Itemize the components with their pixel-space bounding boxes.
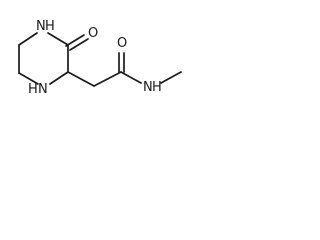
bond-c2-carbonyl-a <box>65 34 85 47</box>
bonds <box>18 32 182 87</box>
atom-amide-nh-n: N <box>143 80 153 95</box>
bond-c3-to-nh-bottom <box>49 71 69 85</box>
atom-nh-bottom-n: N <box>38 82 48 97</box>
bond-c3-to-ch2 <box>67 71 95 87</box>
chemical-structure: N H O H N O N H <box>18 19 182 97</box>
atom-labels: N H O H N O N H <box>28 19 162 97</box>
bond-amide-c-to-n <box>120 71 142 84</box>
bond-ch2-to-amide-c <box>93 71 122 87</box>
bond-c2-carbonyl-b <box>69 38 89 51</box>
atom-ring-carbonyl-o: O <box>88 26 98 41</box>
bond-n-to-methyl <box>160 71 182 84</box>
atom-amide-o: O <box>117 36 127 51</box>
atom-amide-nh-h: H <box>152 80 162 95</box>
atom-nh-bottom-h: H <box>28 82 38 97</box>
bond-nh-top-to-c2 <box>47 32 69 46</box>
bond-nh-bottom-to-c5 <box>18 72 39 85</box>
bond-c6-to-nh-top <box>18 32 38 46</box>
atom-nh-top-h: H <box>45 19 55 34</box>
atom-nh-top-n: N <box>36 19 46 34</box>
